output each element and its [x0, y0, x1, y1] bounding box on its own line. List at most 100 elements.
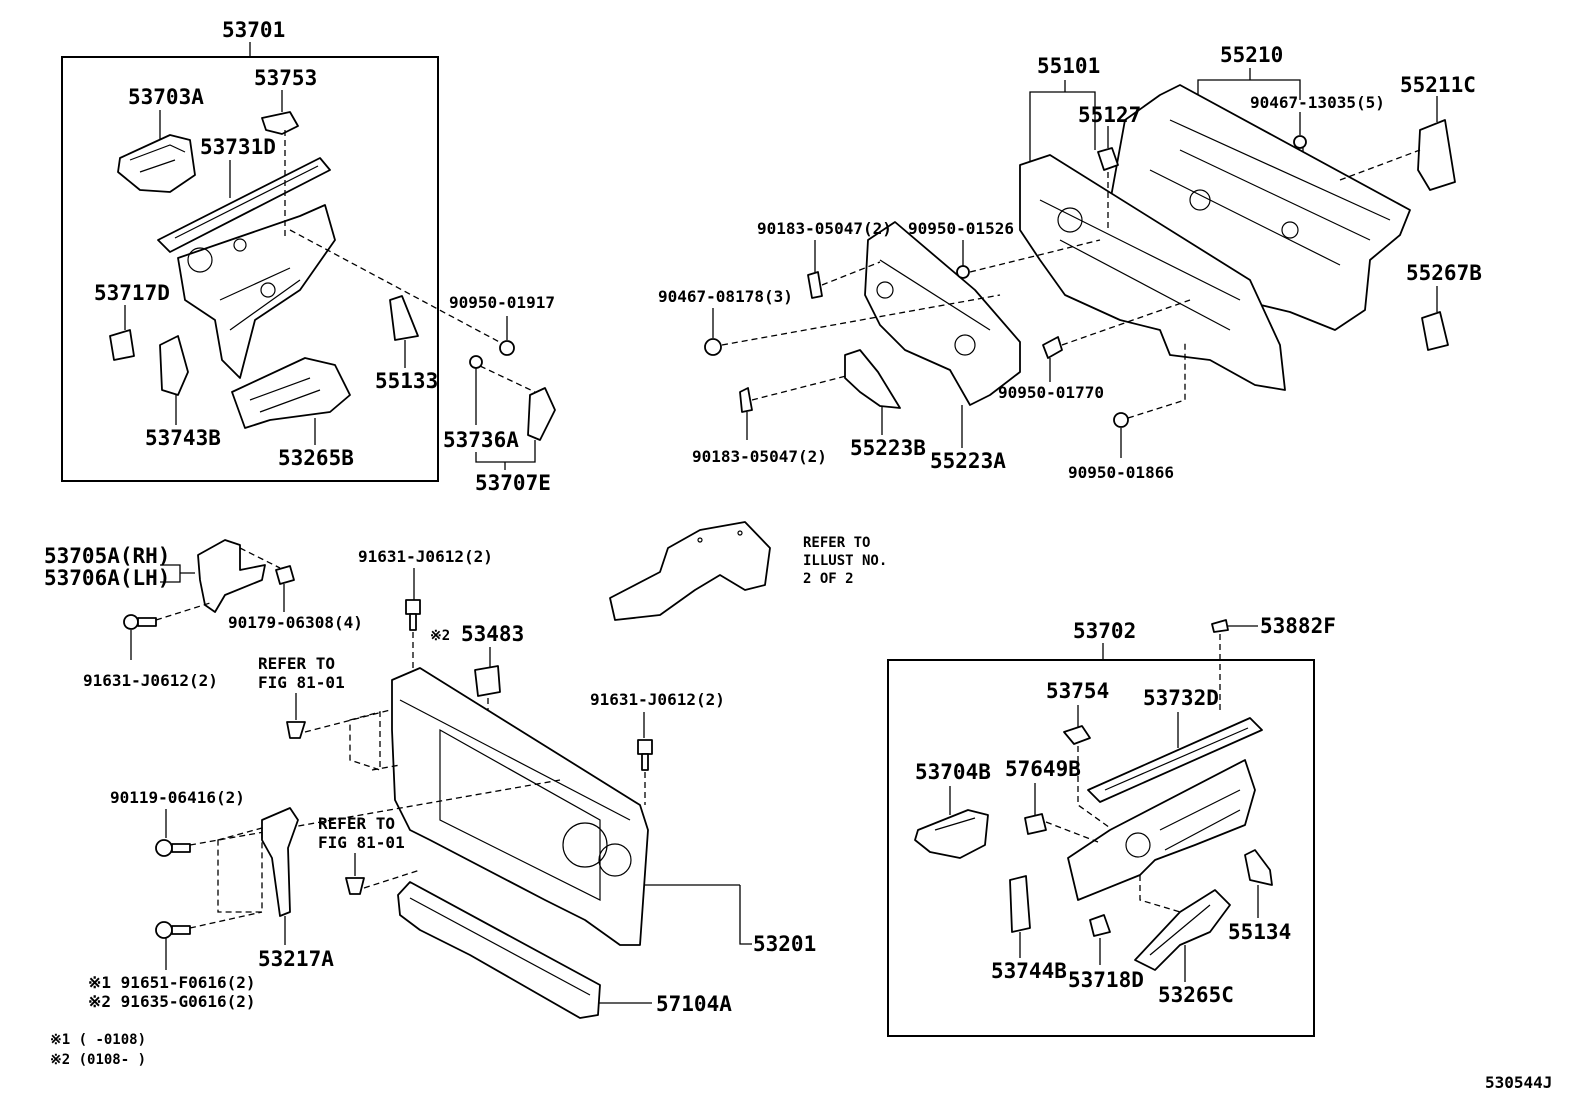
- part-label-53201: 53201: [753, 932, 816, 956]
- ref-text-illust-3: 2 OF 2: [803, 571, 854, 587]
- part-90119-06416-bolt: [155, 839, 191, 857]
- part-53702-apron-shape: [1067, 759, 1256, 901]
- part-53882f-shape: [1211, 619, 1229, 633]
- part-53717d-shape: [109, 329, 135, 361]
- part-label-53754: 53754: [1046, 679, 1109, 703]
- part-label-55223b: 55223B: [850, 436, 926, 460]
- part-label-53736a: 53736A: [443, 428, 519, 452]
- ref-text-refer-a: REFER TO: [258, 654, 335, 673]
- part-label-53702: 53702: [1073, 619, 1136, 643]
- part-53265b-shape: [231, 357, 351, 429]
- part-55127-shape: [1097, 147, 1119, 171]
- part-label-90950-01770: 90950-01770: [998, 383, 1104, 402]
- part-55267b-shape: [1421, 311, 1449, 351]
- ref-text-fig-a: FIG 81-01: [258, 673, 345, 692]
- part-53705a-shape: [197, 539, 266, 613]
- part-90179-06308-shape: [275, 565, 295, 585]
- part-57649b-shape: [1024, 813, 1047, 835]
- part-53217a-shape: [261, 807, 299, 917]
- part-label-53704b: 53704B: [915, 760, 991, 784]
- part-label-53707e: 53707E: [475, 471, 551, 495]
- part-53744b-shape: [1009, 875, 1031, 933]
- part-91631-top-bolt: [405, 599, 421, 631]
- part-90950-01917-shape: [499, 340, 515, 356]
- part-label-91631-top: 91631-J0612(2): [358, 547, 493, 566]
- part-label-53717d: 53717D: [94, 281, 170, 305]
- part-label-90179-06308: 90179-06308(4): [228, 613, 363, 632]
- part-label-55210: 55210: [1220, 43, 1283, 67]
- part-53483-shape: [474, 665, 501, 697]
- part-53754-shape: [1063, 725, 1091, 745]
- part-90183-05047-top-shape: [807, 271, 823, 299]
- part-53743b-shape: [159, 335, 189, 396]
- part-label-55211c: 55211C: [1400, 73, 1476, 97]
- part-53201-radiator-support-shape: [391, 667, 649, 946]
- ref-text-illust-1: REFER TO: [803, 535, 870, 551]
- part-label-53732d: 53732D: [1143, 686, 1219, 710]
- part-label-55223a: 55223A: [930, 449, 1006, 473]
- part-label-53483: 53483: [461, 622, 524, 646]
- part-53265c-shape: [1134, 889, 1231, 971]
- part-label-57649b: 57649B: [1005, 757, 1081, 781]
- part-53718d-shape: [1089, 914, 1111, 937]
- part-label-91635: ※2 91635-G0616(2): [88, 992, 256, 1011]
- footnote-1: ※1 ( -0108): [50, 1032, 146, 1048]
- part-53731d-shape: [157, 157, 331, 253]
- part-label-90467-13035: 90467-13035(5): [1250, 93, 1385, 112]
- part-53732d-shape: [1087, 717, 1263, 803]
- part-label-53265b: 53265B: [278, 446, 354, 470]
- part-label-91651: ※1 91651-F0616(2): [88, 973, 256, 992]
- part-label-55127: 55127: [1078, 103, 1141, 127]
- part-55223b-shape: [844, 349, 901, 409]
- part-label-91631-left: 91631-J0612(2): [83, 671, 218, 690]
- part-label-53753: 53753: [254, 66, 317, 90]
- part-label-53743b: 53743B: [145, 426, 221, 450]
- part-label-90950-01526: 90950-01526: [908, 219, 1014, 238]
- part-label-90119-06416: 90119-06416(2): [110, 788, 245, 807]
- part-label-90183-05047-top: 90183-05047(2): [757, 219, 892, 238]
- part-57104a-shape: [397, 881, 601, 1019]
- part-90183-05047-bot-shape: [739, 387, 753, 413]
- part-label-53703a: 53703A: [128, 85, 204, 109]
- part-label-55101: 55101: [1037, 54, 1100, 78]
- part-53701-apron-shape: [177, 204, 336, 379]
- part-55134-shape: [1244, 849, 1273, 886]
- diagram-id: 530544J: [1485, 1073, 1552, 1092]
- part-label-55267b: 55267B: [1406, 261, 1482, 285]
- part-label-53718d: 53718D: [1068, 968, 1144, 992]
- part-label-53731d: 53731D: [200, 135, 276, 159]
- part-label-53744b: 53744B: [991, 959, 1067, 983]
- part-label-53882f: 53882F: [1260, 614, 1336, 638]
- part-55211c-shape: [1417, 119, 1456, 191]
- part-label-91631-right: 91631-J0612(2): [590, 690, 725, 709]
- part-91631-left-bolt: [123, 614, 157, 630]
- part-label-90950-01866: 90950-01866: [1068, 463, 1174, 482]
- part-91651-bolt: [155, 921, 191, 939]
- group-box-53702: [887, 659, 1315, 1037]
- part-label-53706a: 53706A(LH): [44, 566, 170, 590]
- part-label-55134: 55134: [1228, 920, 1291, 944]
- part-label-53701: 53701: [222, 18, 285, 42]
- part-label-90183-05047-bot: 90183-05047(2): [692, 447, 827, 466]
- part-reference-outline-shape: [609, 521, 771, 621]
- ref-text-refer-b: REFER TO: [318, 814, 395, 833]
- ref-text-fig-b: FIG 81-01: [318, 833, 405, 852]
- part-53753-shape: [261, 111, 299, 135]
- footnote-2: ※2 (0108- ): [50, 1052, 146, 1068]
- part-55223a-shape: [864, 221, 1021, 406]
- part-label-53705a: 53705A(RH): [44, 544, 170, 568]
- part-label-53483-mark: ※2: [430, 628, 450, 644]
- part-53703a-shape: [117, 134, 196, 193]
- part-label-90950-01917: 90950-01917: [449, 293, 555, 312]
- part-label-57104a: 57104A: [656, 992, 732, 1016]
- part-label-53265c: 53265C: [1158, 983, 1234, 1007]
- part-55133-shape: [389, 295, 419, 341]
- part-55101-dash-lower-shape: [1019, 154, 1286, 391]
- part-91631-right-bolt: [637, 739, 653, 771]
- part-label-55133: 55133: [375, 369, 438, 393]
- part-53704b-shape: [914, 809, 989, 859]
- part-label-53217a: 53217A: [258, 947, 334, 971]
- part-90950-01770-shape: [1042, 336, 1063, 359]
- part-label-90467-08178: 90467-08178(3): [658, 287, 793, 306]
